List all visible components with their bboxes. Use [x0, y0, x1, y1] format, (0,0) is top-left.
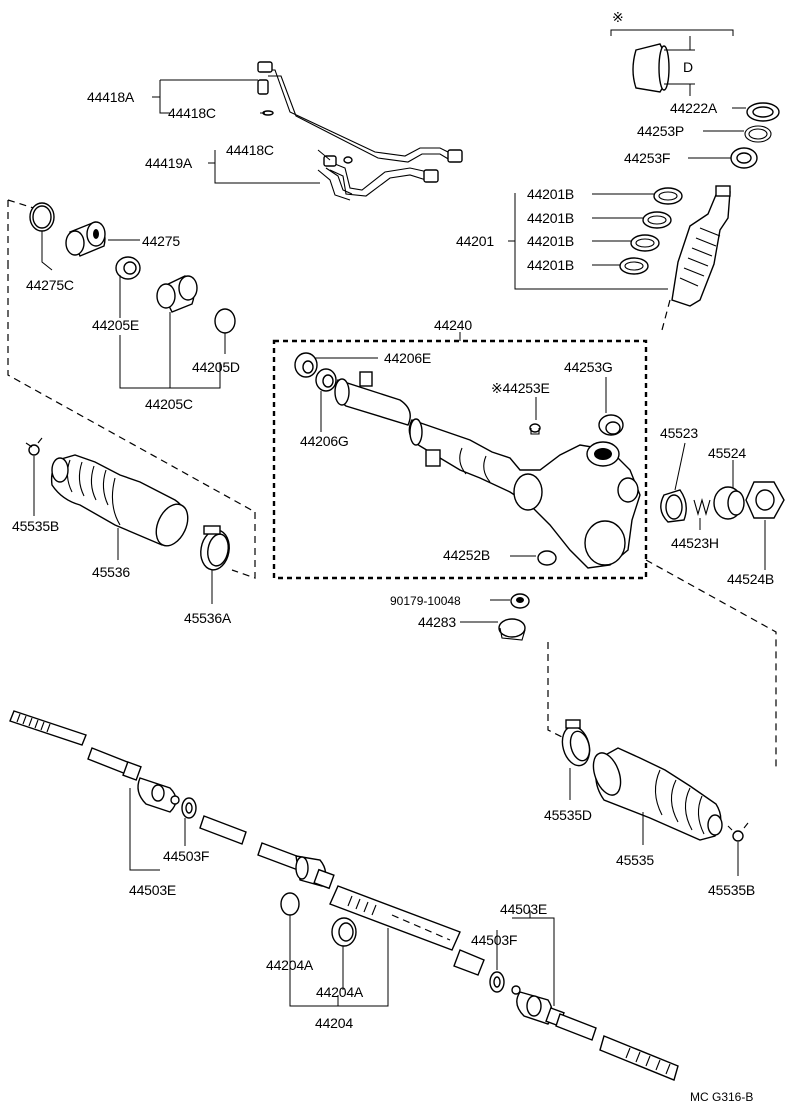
note-mark: ※: [612, 9, 624, 25]
label-44204A-1: 44204A: [266, 957, 314, 973]
clip-45535B-right: [727, 822, 749, 842]
seal-44252B: [537, 550, 557, 566]
cap-44283: [498, 618, 526, 641]
seal-44205E: [115, 256, 141, 280]
label-44204: 44204: [315, 1015, 353, 1031]
tie-rod-end-left: [9, 710, 180, 813]
label-44252B: 44252B: [443, 547, 490, 563]
ring-44206G: [315, 368, 337, 392]
label-44418A: 44418A: [87, 89, 135, 105]
label-45523: 45523: [660, 425, 698, 441]
label-44206E: 44206E: [384, 350, 431, 366]
bushing-44275: [65, 221, 106, 257]
clamp-45535D: [561, 719, 591, 767]
rack-housing: [408, 418, 641, 569]
label-44206G: 44206G: [300, 433, 349, 449]
label-44503E-1: 44503E: [129, 882, 176, 898]
rings-44201B: [619, 187, 683, 275]
plug-44222A-dim: [632, 36, 695, 96]
clip-45535B-left: [25, 437, 43, 456]
dimension-d: D: [683, 59, 693, 75]
label-44523H: 44523H: [671, 535, 719, 551]
snap-ring-44253P: [744, 125, 772, 143]
label-44201B-3: 44201B: [527, 233, 574, 249]
o-ring-44205D: [214, 308, 236, 334]
boot-45535: [592, 747, 723, 841]
label-44275C: 44275C: [26, 277, 74, 293]
label-44205D: 44205D: [192, 359, 240, 375]
label-44222A: 44222A: [670, 100, 718, 116]
label-44418C-2: 44418C: [226, 142, 274, 158]
label-44503E-2: 44503E: [500, 901, 547, 917]
clamp-45536A: [200, 525, 230, 571]
housing-box-44240: [272, 339, 648, 580]
footer-code: MC G316-B: [690, 1090, 753, 1104]
label-44204A-2: 44204A: [316, 984, 364, 1000]
seal-44253G: [598, 414, 624, 436]
plug-90179-10048: [510, 593, 530, 609]
tie-rod-end-right: [511, 985, 679, 1081]
label-45535B-1: 45535B: [12, 518, 59, 534]
bearing-44253F: [730, 147, 758, 169]
bushing-44204A: [331, 917, 357, 947]
label-44201: 44201: [456, 233, 494, 249]
label-44201B-2: 44201B: [527, 210, 574, 226]
pinion-shaft: [661, 185, 731, 331]
label-44503F-2: 44503F: [471, 932, 517, 948]
label-45536: 45536: [92, 564, 130, 580]
o-ring-44275C: [29, 202, 55, 232]
label-44253E: ※44253E: [491, 380, 550, 396]
pressure-tube-assembly: [257, 61, 463, 201]
label-45535: 45535: [616, 852, 654, 868]
cylinder-tube: [334, 371, 411, 426]
label-44283: 44283: [418, 614, 456, 630]
spring-44523H: [693, 497, 711, 517]
label-44205E: 44205E: [92, 317, 139, 333]
seal-44206E: [294, 352, 318, 378]
nut-44524B: [745, 481, 785, 519]
label-90179-10048: 90179-10048: [390, 594, 461, 608]
label-45536A: 45536A: [184, 610, 232, 626]
label-44253G: 44253G: [564, 359, 613, 375]
label-44201B-1: 44201B: [527, 186, 574, 202]
label-44524B: 44524B: [727, 571, 774, 587]
label-44253P: 44253P: [637, 123, 684, 139]
label-44205C: 44205C: [145, 396, 193, 412]
cover-45523: [660, 489, 687, 523]
label-44275: 44275: [142, 233, 180, 249]
o-ring-44204A-left: [280, 892, 300, 916]
boot-45536: [50, 454, 189, 547]
label-44240: 44240: [434, 317, 472, 333]
lock-washer-44503F-left: [181, 797, 197, 819]
bushing-44205C: [156, 275, 198, 313]
lock-washer-44503F-right: [489, 971, 505, 993]
label-44418C-1: 44418C: [168, 105, 216, 121]
plug-45524: [713, 486, 745, 520]
label-44253F: 44253F: [624, 150, 670, 166]
label-45535B-2: 45535B: [708, 882, 755, 898]
rack-bar: [199, 815, 485, 976]
label-45524: 45524: [708, 445, 746, 461]
label-44419A: 44419A: [145, 155, 193, 171]
label-44503F-1: 44503F: [163, 848, 209, 864]
seal-44222A: [746, 102, 780, 122]
label-44201B-4: 44201B: [527, 257, 574, 273]
label-45535D: 45535D: [544, 807, 592, 823]
bolt-44253E: [529, 423, 541, 435]
